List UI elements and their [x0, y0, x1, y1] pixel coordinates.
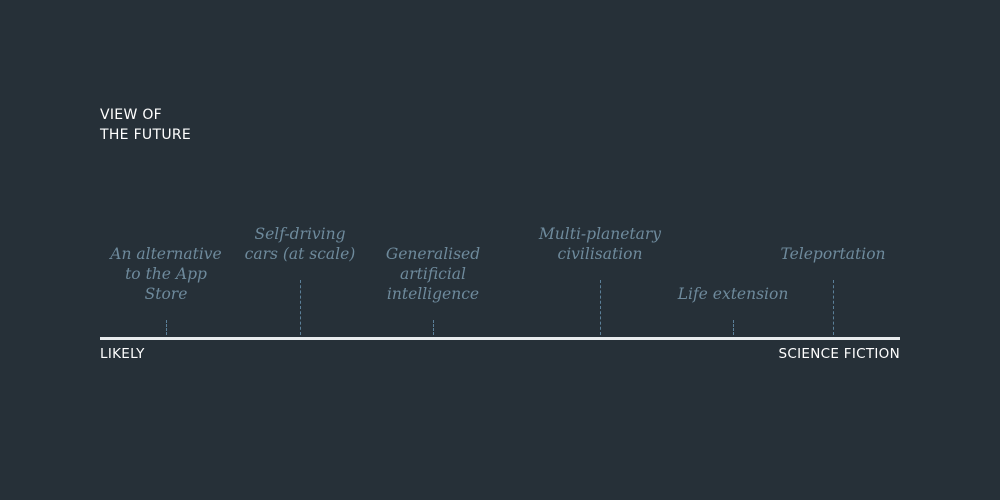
item-self-driving-cars-label: Self-driving cars (at scale)	[215, 224, 385, 264]
item-multi-planetary-label-line: civilisation	[557, 245, 643, 263]
item-teleportation-tick	[833, 280, 834, 335]
item-app-store-alternative-label-line: An alternative	[110, 245, 222, 263]
timeline-axis	[100, 337, 900, 340]
item-app-store-alternative-label-line: Store	[144, 285, 188, 303]
item-generalised-ai-label-line: artificial	[399, 265, 466, 283]
item-teleportation-label: Teleportation	[748, 244, 918, 264]
item-life-extension-label: Life extension	[648, 284, 818, 304]
axis-label-likely: LIKELY	[100, 346, 145, 362]
item-generalised-ai-label: Generalised artificial intelligence	[348, 244, 518, 304]
item-generalised-ai-tick	[433, 320, 434, 335]
item-multi-planetary-tick	[600, 280, 601, 335]
item-life-extension-tick	[733, 320, 734, 335]
item-self-driving-cars-label-line: cars (at scale)	[244, 245, 356, 263]
item-generalised-ai-label-line: intelligence	[386, 285, 480, 303]
item-self-driving-cars-label-line: Self-driving	[254, 225, 346, 243]
axis-label-science-fiction: SCIENCE FICTION	[778, 346, 900, 362]
item-generalised-ai-label-line: Generalised	[385, 245, 481, 263]
item-self-driving-cars-tick	[300, 280, 301, 335]
item-multi-planetary-label-line: Multi-planetary	[538, 225, 662, 243]
item-app-store-alternative-label-line: to the App	[125, 265, 207, 283]
item-life-extension-label-line: Life extension	[677, 285, 789, 303]
item-app-store-alternative-tick	[166, 320, 167, 335]
item-teleportation-label-line: Teleportation	[780, 245, 886, 263]
diagram-title: VIEW OF THE FUTURE	[100, 105, 191, 145]
title-line-1: VIEW OF	[100, 107, 163, 123]
item-multi-planetary-label: Multi-planetary civilisation	[515, 224, 685, 264]
title-line-2: THE FUTURE	[100, 127, 192, 143]
